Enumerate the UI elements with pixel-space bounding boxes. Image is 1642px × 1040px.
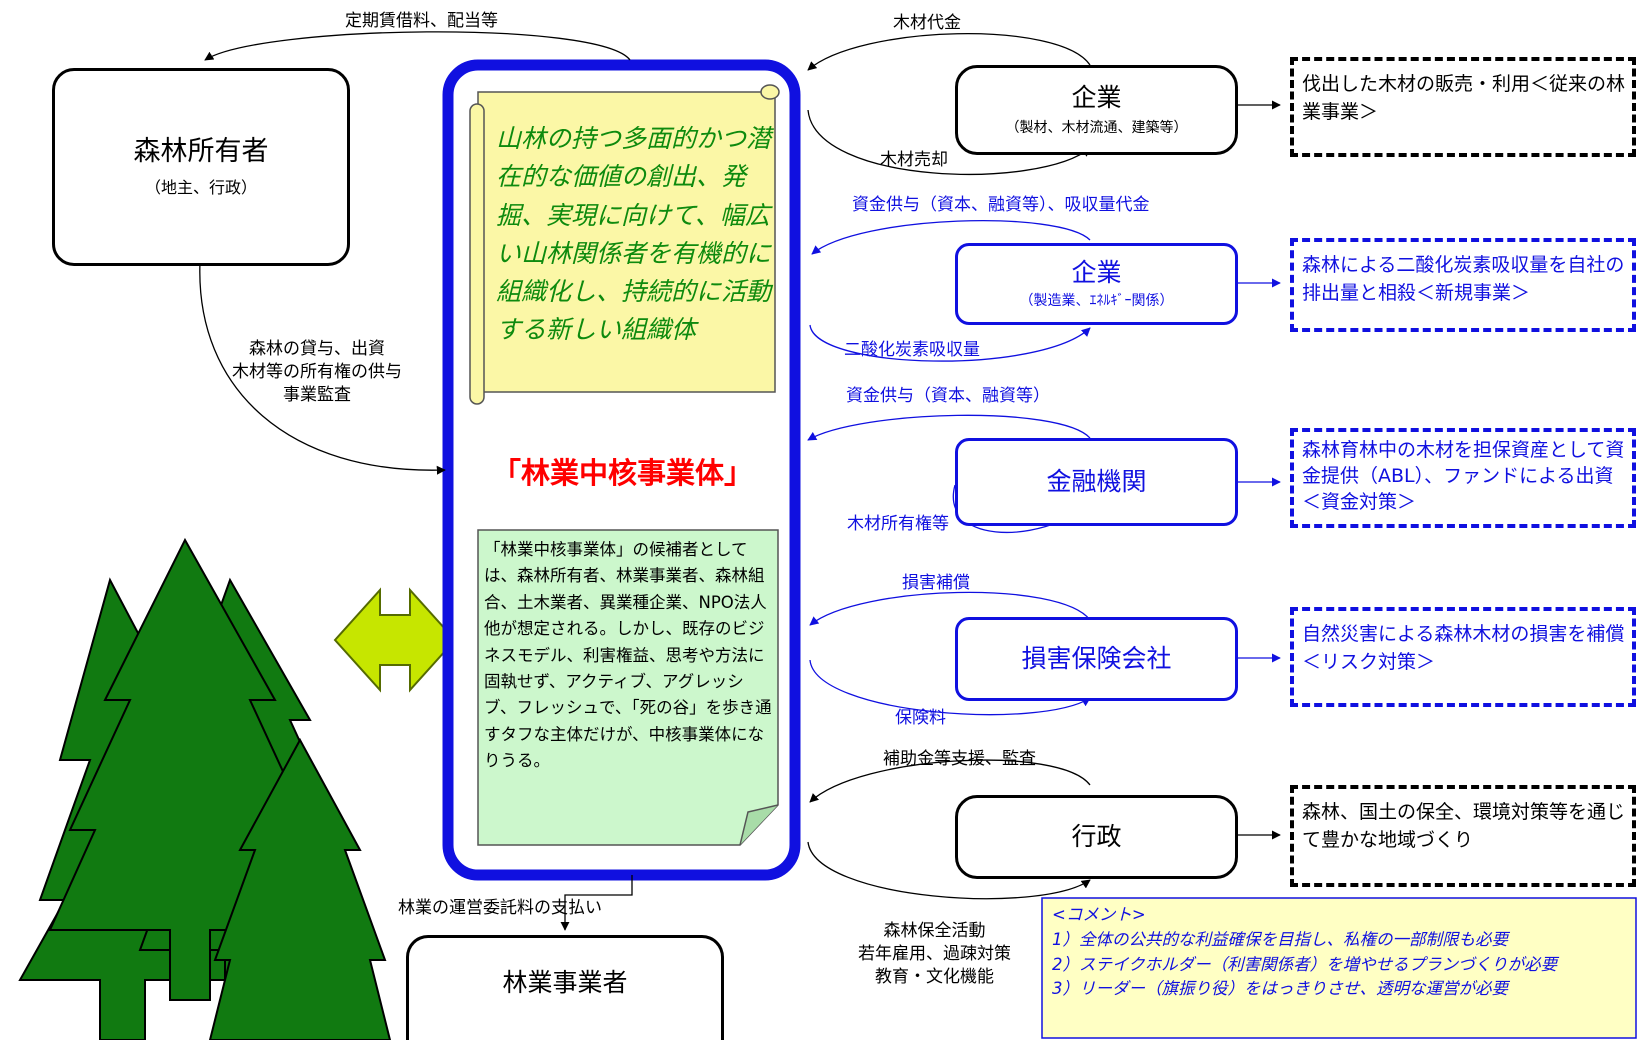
gov-subsidy-arrow (809, 759, 1091, 803)
label-gov-line-1: 森林保全活動 (883, 921, 986, 941)
note-shape (477, 529, 779, 846)
gov-activity-arrow (807, 841, 1091, 900)
outcome-box-4: 自然災害による森林木材の損害を補償＜リスク対策＞ (1290, 607, 1636, 707)
entity-government: 行政 (955, 795, 1238, 879)
outcome-text-4: 自然災害による森林木材の損害を補償＜リスク対策＞ (1302, 623, 1625, 673)
forest-owner-sub: （地主、行政） (144, 178, 257, 198)
company1-wood-payment-arrow (807, 33, 1091, 71)
label-owner-line-3: 事業監査 (283, 384, 351, 405)
label-subsidy: 補助金等支援、監査 (883, 749, 1036, 769)
entity-insurance-company: 損害保険会社 (955, 617, 1238, 701)
comment-header: <コメント> (1052, 905, 1146, 924)
outcome-box-1: 伐出した木材の販売・利用＜従来の林業事業＞ (1290, 57, 1636, 157)
label-owner-lines: 森林の貸与、出資 木材等の所有権の供与 事業監査 (232, 338, 402, 407)
outcome-box-2: 森林による二酸化炭素吸収量を自社の排出量と相殺＜新規事業＞ (1290, 238, 1636, 332)
label-wood-sale: 木材売却 (880, 150, 948, 170)
scroll-shape (469, 84, 780, 405)
entity-financial-institution-title: 金融機関 (1046, 467, 1147, 496)
entity-company-manufacturing: 企業 （製造業、ｴﾈﾙｷﾞｰ関係） (955, 243, 1238, 325)
forestry-operator-title: 林業事業者 (502, 968, 628, 997)
company2-co2-arrow (809, 324, 1091, 362)
entity-insurance-company-title: 損害保険会社 (1021, 644, 1172, 673)
label-funding-co2: 資金供与（資本、融資等）、吸収量代金 (852, 195, 1150, 215)
label-operator-pay: 林業の運営委託料の支払い (398, 898, 602, 918)
label-owner-line-1: 森林の貸与、出資 (249, 339, 385, 359)
owner-top-arrow (204, 31, 631, 61)
forest-owner-box: 森林所有者 （地主、行政） (52, 68, 350, 266)
label-gov-line-3: 教育・文化機能 (875, 966, 994, 987)
core-to-operator-arrow (560, 875, 633, 931)
insurer-comp-arrow (809, 591, 1091, 626)
outcome-box-3: 森林育林中の木材を担保資産として資金提供（ABL）、ファンドによる出資＜資金対策… (1290, 428, 1636, 528)
entity-company-manufacturing-title: 企業 (1071, 258, 1122, 287)
note-text: 「林業中核事業体」の候補者としては、森林所有者、林業事業者、森林組合、土木業者、… (484, 540, 772, 771)
entity-company-wood: 企業 （製材、木材流通、建築等） (955, 65, 1238, 155)
scroll-text: 山林の持つ多面的かつ潜在的な価値の創出、発掘、実現に向けて、幅広い山林関係者を有… (496, 124, 772, 345)
label-gov-line-2: 若年雇用、過疎対策 (858, 943, 1011, 964)
insurer-premium-arrow (809, 659, 1091, 716)
outcome-text-2: 森林による二酸化炭素吸収量を自社の排出量と相殺＜新規事業＞ (1302, 254, 1625, 304)
forestry-operator-box: 林業事業者 (406, 935, 724, 1040)
double-arrow-icon (333, 587, 457, 693)
core-entity-title: 「林業中核事業体」 (491, 456, 753, 490)
outcome-text-5: 森林、国土の保全、環境対策等を通じて豊かな地域づくり (1302, 801, 1626, 851)
outcome-box-5: 森林、国土の保全、環境対策等を通じて豊かな地域づくり (1290, 785, 1636, 887)
entity-government-title: 行政 (1071, 822, 1122, 851)
entity-financial-institution: 金融機関 (955, 438, 1238, 526)
outcome-text-1: 伐出した木材の販売・利用＜従来の林業事業＞ (1302, 73, 1626, 123)
entity-company-wood-title: 企業 (1071, 83, 1122, 112)
forest-owner-title: 森林所有者 (133, 135, 269, 167)
label-wood-ownership: 木材所有権等 (847, 514, 949, 534)
entity-company-wood-sub: （製材、木材流通、建築等） (1005, 120, 1188, 136)
label-co2-absorb: 二酸化炭素吸収量 (844, 340, 980, 360)
comment-line-2: 2）ステイクホルダー（利害関係者）を増やせるプランづくりが必要 (1052, 954, 1558, 974)
label-damage-comp: 損害補償 (902, 573, 970, 593)
comment-block: <コメント> 1）全体の公共的な利益確保を目指し、私権の一部制限も必要 2）ステ… (1052, 903, 1632, 1002)
comment-box-bg (1041, 897, 1637, 1039)
label-owner-top: 定期賃借料、配当等 (345, 11, 498, 31)
label-premium: 保険料 (895, 708, 946, 728)
company1-wood-sale-arrow (807, 109, 1091, 176)
entity-company-manufacturing-sub: （製造業、ｴﾈﾙｷﾞｰ関係） (1019, 293, 1174, 309)
outcome-text-3: 森林育林中の木材を担保資産として資金提供（ABL）、ファンドによる出資＜資金対策… (1302, 439, 1625, 513)
bank-funding-arrow (807, 414, 1091, 441)
comment-line-1: 1）全体の公共的な利益確保を目指し、私権の一部制限も必要 (1052, 929, 1508, 949)
owner-to-core-arrow (199, 261, 446, 475)
label-wood-payment: 木材代金 (893, 13, 961, 33)
label-gov-lines: 森林保全活動 若年雇用、過疎対策 教育・文化機能 (858, 920, 1011, 989)
company2-funding-arrow (811, 220, 1091, 255)
forest-trees-illustration (18, 537, 392, 1040)
label-owner-line-2: 木材等の所有権の供与 (232, 361, 402, 382)
label-funding: 資金供与（資本、融資等） (846, 386, 1050, 406)
comment-line-3: 3）リーダー（旗振り役）をはっきりさせ、透明な運営が必要 (1052, 979, 1508, 999)
